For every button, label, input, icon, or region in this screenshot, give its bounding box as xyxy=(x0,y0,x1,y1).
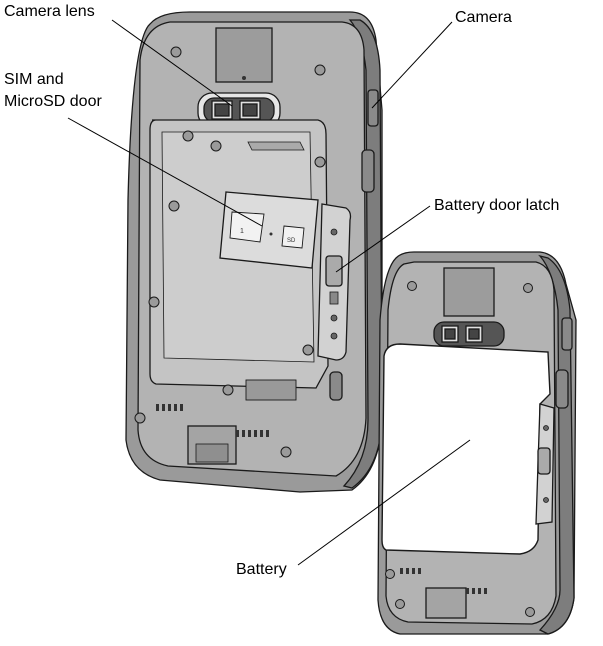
screw-icon xyxy=(385,281,535,617)
label-camera-lens: Camera lens xyxy=(4,3,95,20)
svg-text:SD: SD xyxy=(287,238,296,244)
sd-card-icon xyxy=(281,225,305,249)
sim-door: 1 SD xyxy=(219,191,319,269)
leader-sim-door xyxy=(67,117,263,227)
screw-icon xyxy=(134,46,326,458)
leader-camera xyxy=(371,21,453,109)
svg-text:1: 1 xyxy=(240,228,244,235)
leader-battery-latch xyxy=(335,205,431,273)
leader-lines xyxy=(67,19,471,566)
device-back-battery xyxy=(377,251,577,635)
camera-lens-icon xyxy=(197,92,281,128)
label-camera: Camera xyxy=(455,9,512,26)
label-battery: Battery xyxy=(236,561,287,578)
device-back-open: 1 SD xyxy=(125,11,383,493)
label-battery-door-latch: Battery door latch xyxy=(434,197,560,214)
sim-card-icon xyxy=(229,211,265,243)
leader-camera-lens xyxy=(111,19,233,107)
leader-battery xyxy=(297,439,471,566)
label-sim-line2: MicroSD door xyxy=(4,93,102,110)
label-sim-line1: SIM and xyxy=(4,71,64,88)
